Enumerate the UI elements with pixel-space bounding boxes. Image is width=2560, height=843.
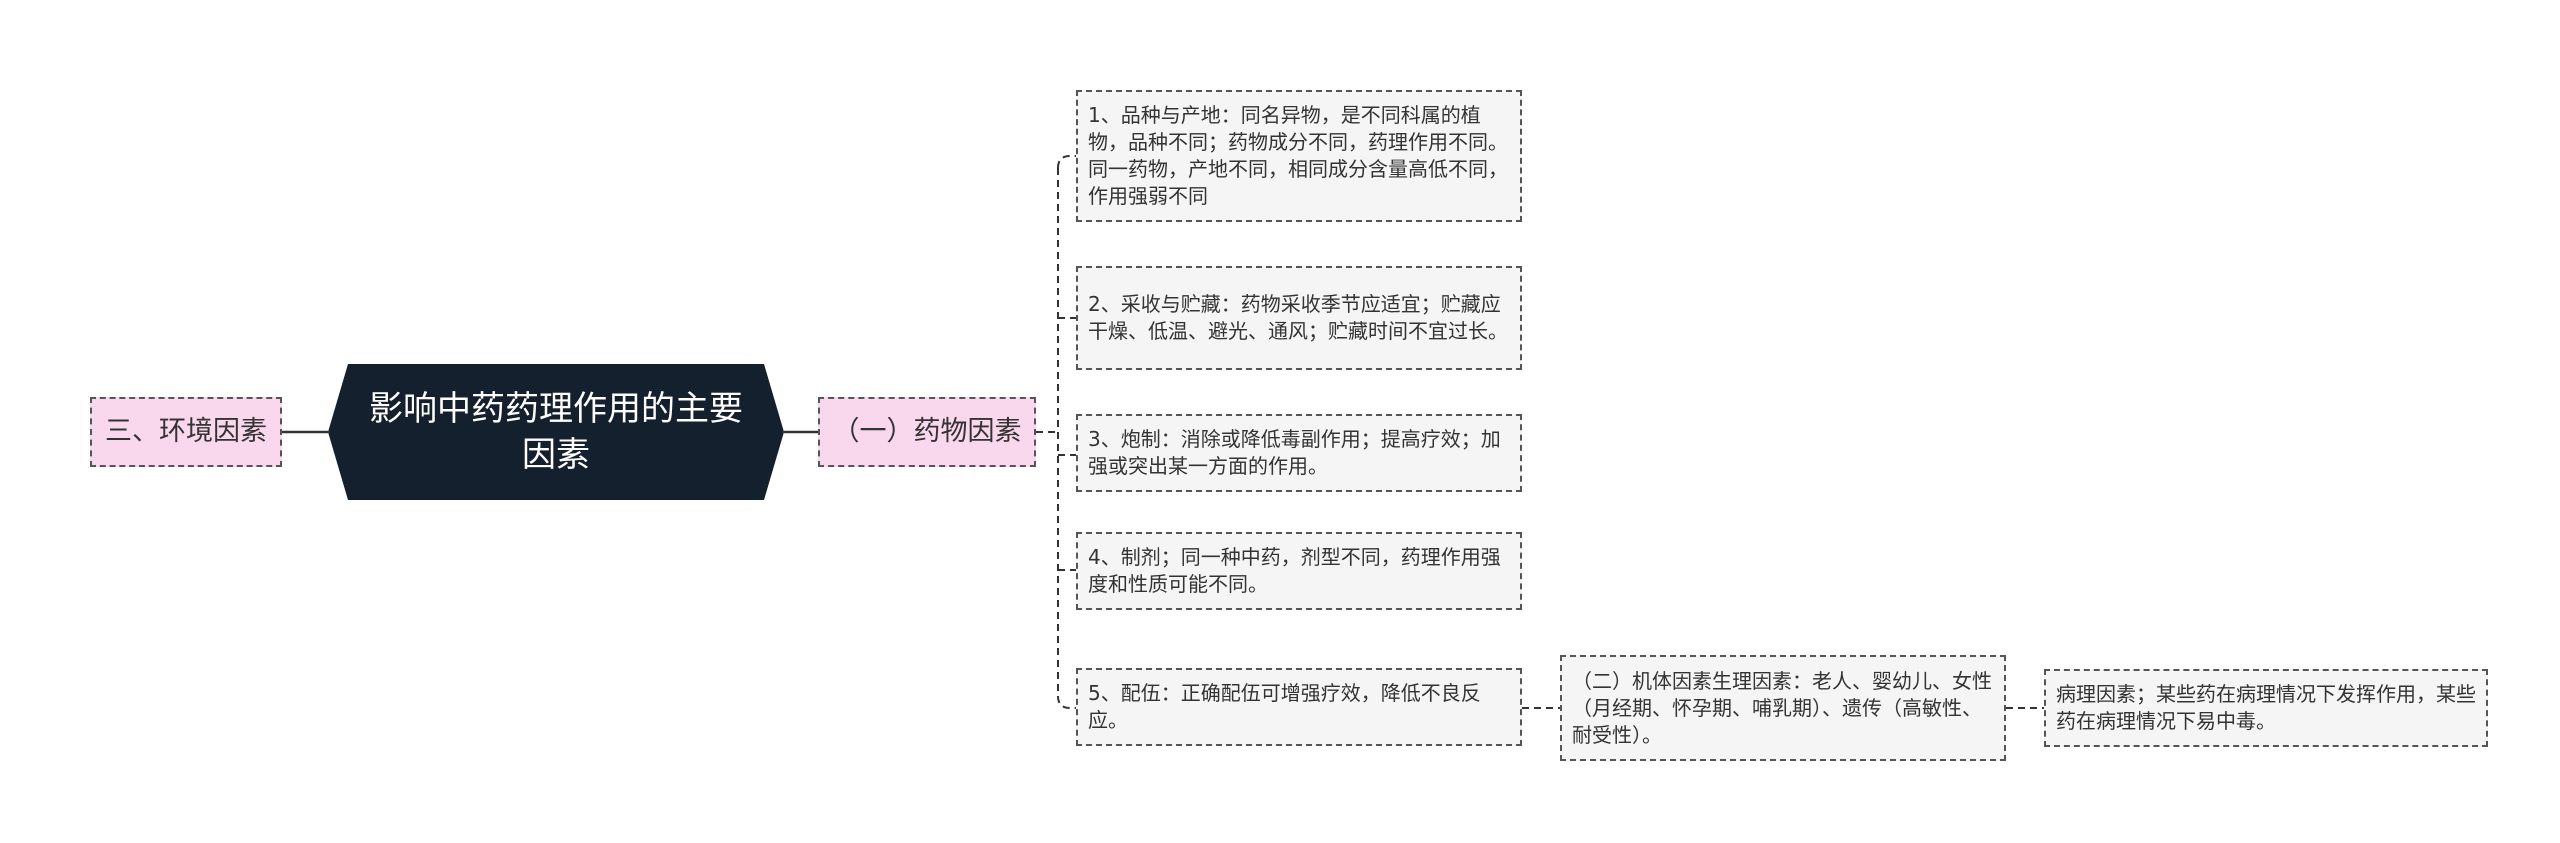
factor-item-1-text: 1、品种与产地：同名异物，是不同科属的植物，品种不同；药物成分不同，药理作用不同… (1088, 103, 1508, 208)
connector-trunk (1057, 155, 1076, 709)
factor-item-2[interactable]: 2、采收与贮藏：药物采收季节应适宜；贮藏应干燥、低温、避光、通风；贮藏时间不宜过… (1076, 266, 1522, 370)
right-branch-label: （一）药物因素 (832, 416, 1022, 447)
pathology-node[interactable]: 病理因素；某些药在病理情况下发挥作用，某些药在病理情况下易中毒。 (2044, 669, 2488, 747)
body-factors-text: （二）机体因素生理因素：老人、婴幼儿、女性（月经期、怀孕期、哺乳期）、遗传（高敏… (1572, 668, 1992, 747)
factor-item-5-text: 5、配伍：正确配伍可增强疗效，降低不良反应。 (1088, 681, 1481, 732)
factor-item-4[interactable]: 4、制剂；同一种中药，剂型不同，药理作用强度和性质可能不同。 (1076, 532, 1522, 610)
left-branch-node[interactable]: 三、环境因素 (90, 397, 282, 467)
factor-item-5[interactable]: 5、配伍：正确配伍可增强疗效，降低不良反应。 (1076, 668, 1522, 746)
factor-item-2-text: 2、采收与贮藏：药物采收季节应适宜；贮藏应干燥、低温、避光、通风；贮藏时间不宜过… (1088, 292, 1508, 343)
factor-item-3[interactable]: 3、炮制：消除或降低毒副作用；提高疗效；加强或突出某一方面的作用。 (1076, 414, 1522, 492)
body-factors-node[interactable]: （二）机体因素生理因素：老人、婴幼儿、女性（月经期、怀孕期、哺乳期）、遗传（高敏… (1560, 655, 2006, 761)
left-branch-label: 三、环境因素 (105, 416, 267, 447)
factor-item-4-text: 4、制剂；同一种中药，剂型不同，药理作用强度和性质可能不同。 (1088, 545, 1501, 596)
pathology-text: 病理因素；某些药在病理情况下发挥作用，某些药在病理情况下易中毒。 (2056, 682, 2476, 733)
root-node[interactable]: 影响中药药理作用的主要因素 (328, 364, 784, 500)
factor-item-1[interactable]: 1、品种与产地：同名异物，是不同科属的植物，品种不同；药物成分不同，药理作用不同… (1076, 90, 1522, 222)
root-shape (328, 364, 784, 500)
right-branch-node[interactable]: （一）药物因素 (818, 397, 1036, 467)
factor-item-3-text: 3、炮制：消除或降低毒副作用；提高疗效；加强或突出某一方面的作用。 (1088, 427, 1501, 478)
root-title: 影响中药药理作用的主要因素 (369, 389, 743, 475)
